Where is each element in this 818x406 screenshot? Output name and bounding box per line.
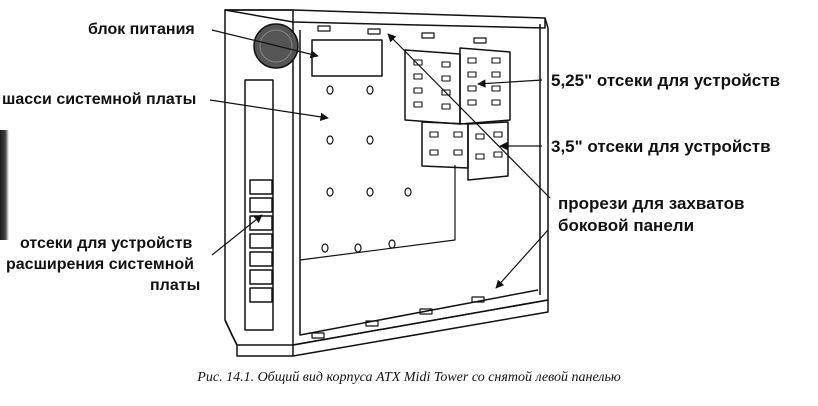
label-bays-525: 5,25" отсеки для устройств [551, 71, 781, 90]
label-expansion-slots-line2: расширения системной [6, 256, 194, 273]
case-top [224, 9, 546, 29]
panel-slot [311, 332, 325, 339]
fan-ring [259, 29, 293, 63]
front-slot [249, 215, 273, 231]
panel-slot [365, 320, 379, 327]
case-front-foot [224, 319, 293, 357]
power-supply-block [311, 39, 383, 77]
drive-cage-35-front [421, 121, 469, 169]
drive-cage-35 [421, 121, 509, 181]
figure-caption: Рис. 14.1. Общий вид корпуса ATX Midi To… [197, 370, 621, 385]
front-slot [249, 251, 273, 267]
standoff-hole [326, 187, 334, 197]
leader-bays-525 [477, 79, 543, 88]
drive-cage-525 [404, 47, 511, 125]
case-inner-frame [299, 30, 539, 336]
front-slot [249, 233, 273, 249]
motherboard-tray-edge [299, 165, 456, 261]
standoff-hole [388, 239, 396, 249]
standoff-hole [366, 85, 374, 95]
label-expansion-slots-line3: платы [150, 277, 201, 294]
panel-slot [317, 25, 331, 32]
standoff-hole [326, 85, 334, 95]
label-bays-35: 3,5" отсеки для устройств [551, 137, 771, 156]
leader-expansion-slots [211, 214, 263, 256]
label-expansion-slots-line1: отсеки для устройств [20, 235, 193, 252]
standoff-hole [326, 135, 334, 145]
label-panel-slots-line1: прорези для захватов [558, 194, 745, 213]
drive-cage-35-side [467, 121, 509, 181]
front-bay-strip [244, 79, 274, 331]
panel-slot [473, 37, 487, 44]
motherboard-standoffs [321, 85, 412, 253]
label-motherboard-chassis: шасси системной платы [2, 91, 197, 108]
panel-slot [419, 308, 433, 315]
scan-edge-shadow [0, 130, 9, 240]
bottom-panel-slots [311, 296, 485, 339]
case-body [224, 9, 549, 357]
standoff-hole [404, 187, 412, 197]
leader-panel-slots-bottom [495, 229, 549, 289]
label-power-supply: блок питания [88, 21, 195, 38]
panel-slot [471, 296, 485, 303]
standoff-hole [366, 135, 374, 145]
top-panel-slots [317, 25, 487, 44]
label-panel-slots-line2: боковой панели [558, 216, 695, 235]
front-slot [249, 269, 273, 285]
case-bottom [292, 299, 549, 357]
leader-panel-slots-top [387, 33, 551, 199]
front-panel-details [244, 79, 274, 331]
front-slot [249, 287, 273, 303]
leader-power-supply [211, 29, 319, 59]
leader-motherboard-chassis [209, 99, 329, 122]
standoff-hole [354, 243, 362, 253]
front-slot [249, 179, 273, 195]
standoff-hole [321, 243, 329, 253]
leader-lines [209, 29, 551, 289]
panel-slot [421, 32, 435, 39]
panel-slot [367, 28, 381, 35]
front-slot [249, 197, 273, 213]
standoff-hole [366, 187, 374, 197]
drive-cage-525-side [459, 47, 511, 125]
drive-cage-525-front [404, 49, 461, 125]
